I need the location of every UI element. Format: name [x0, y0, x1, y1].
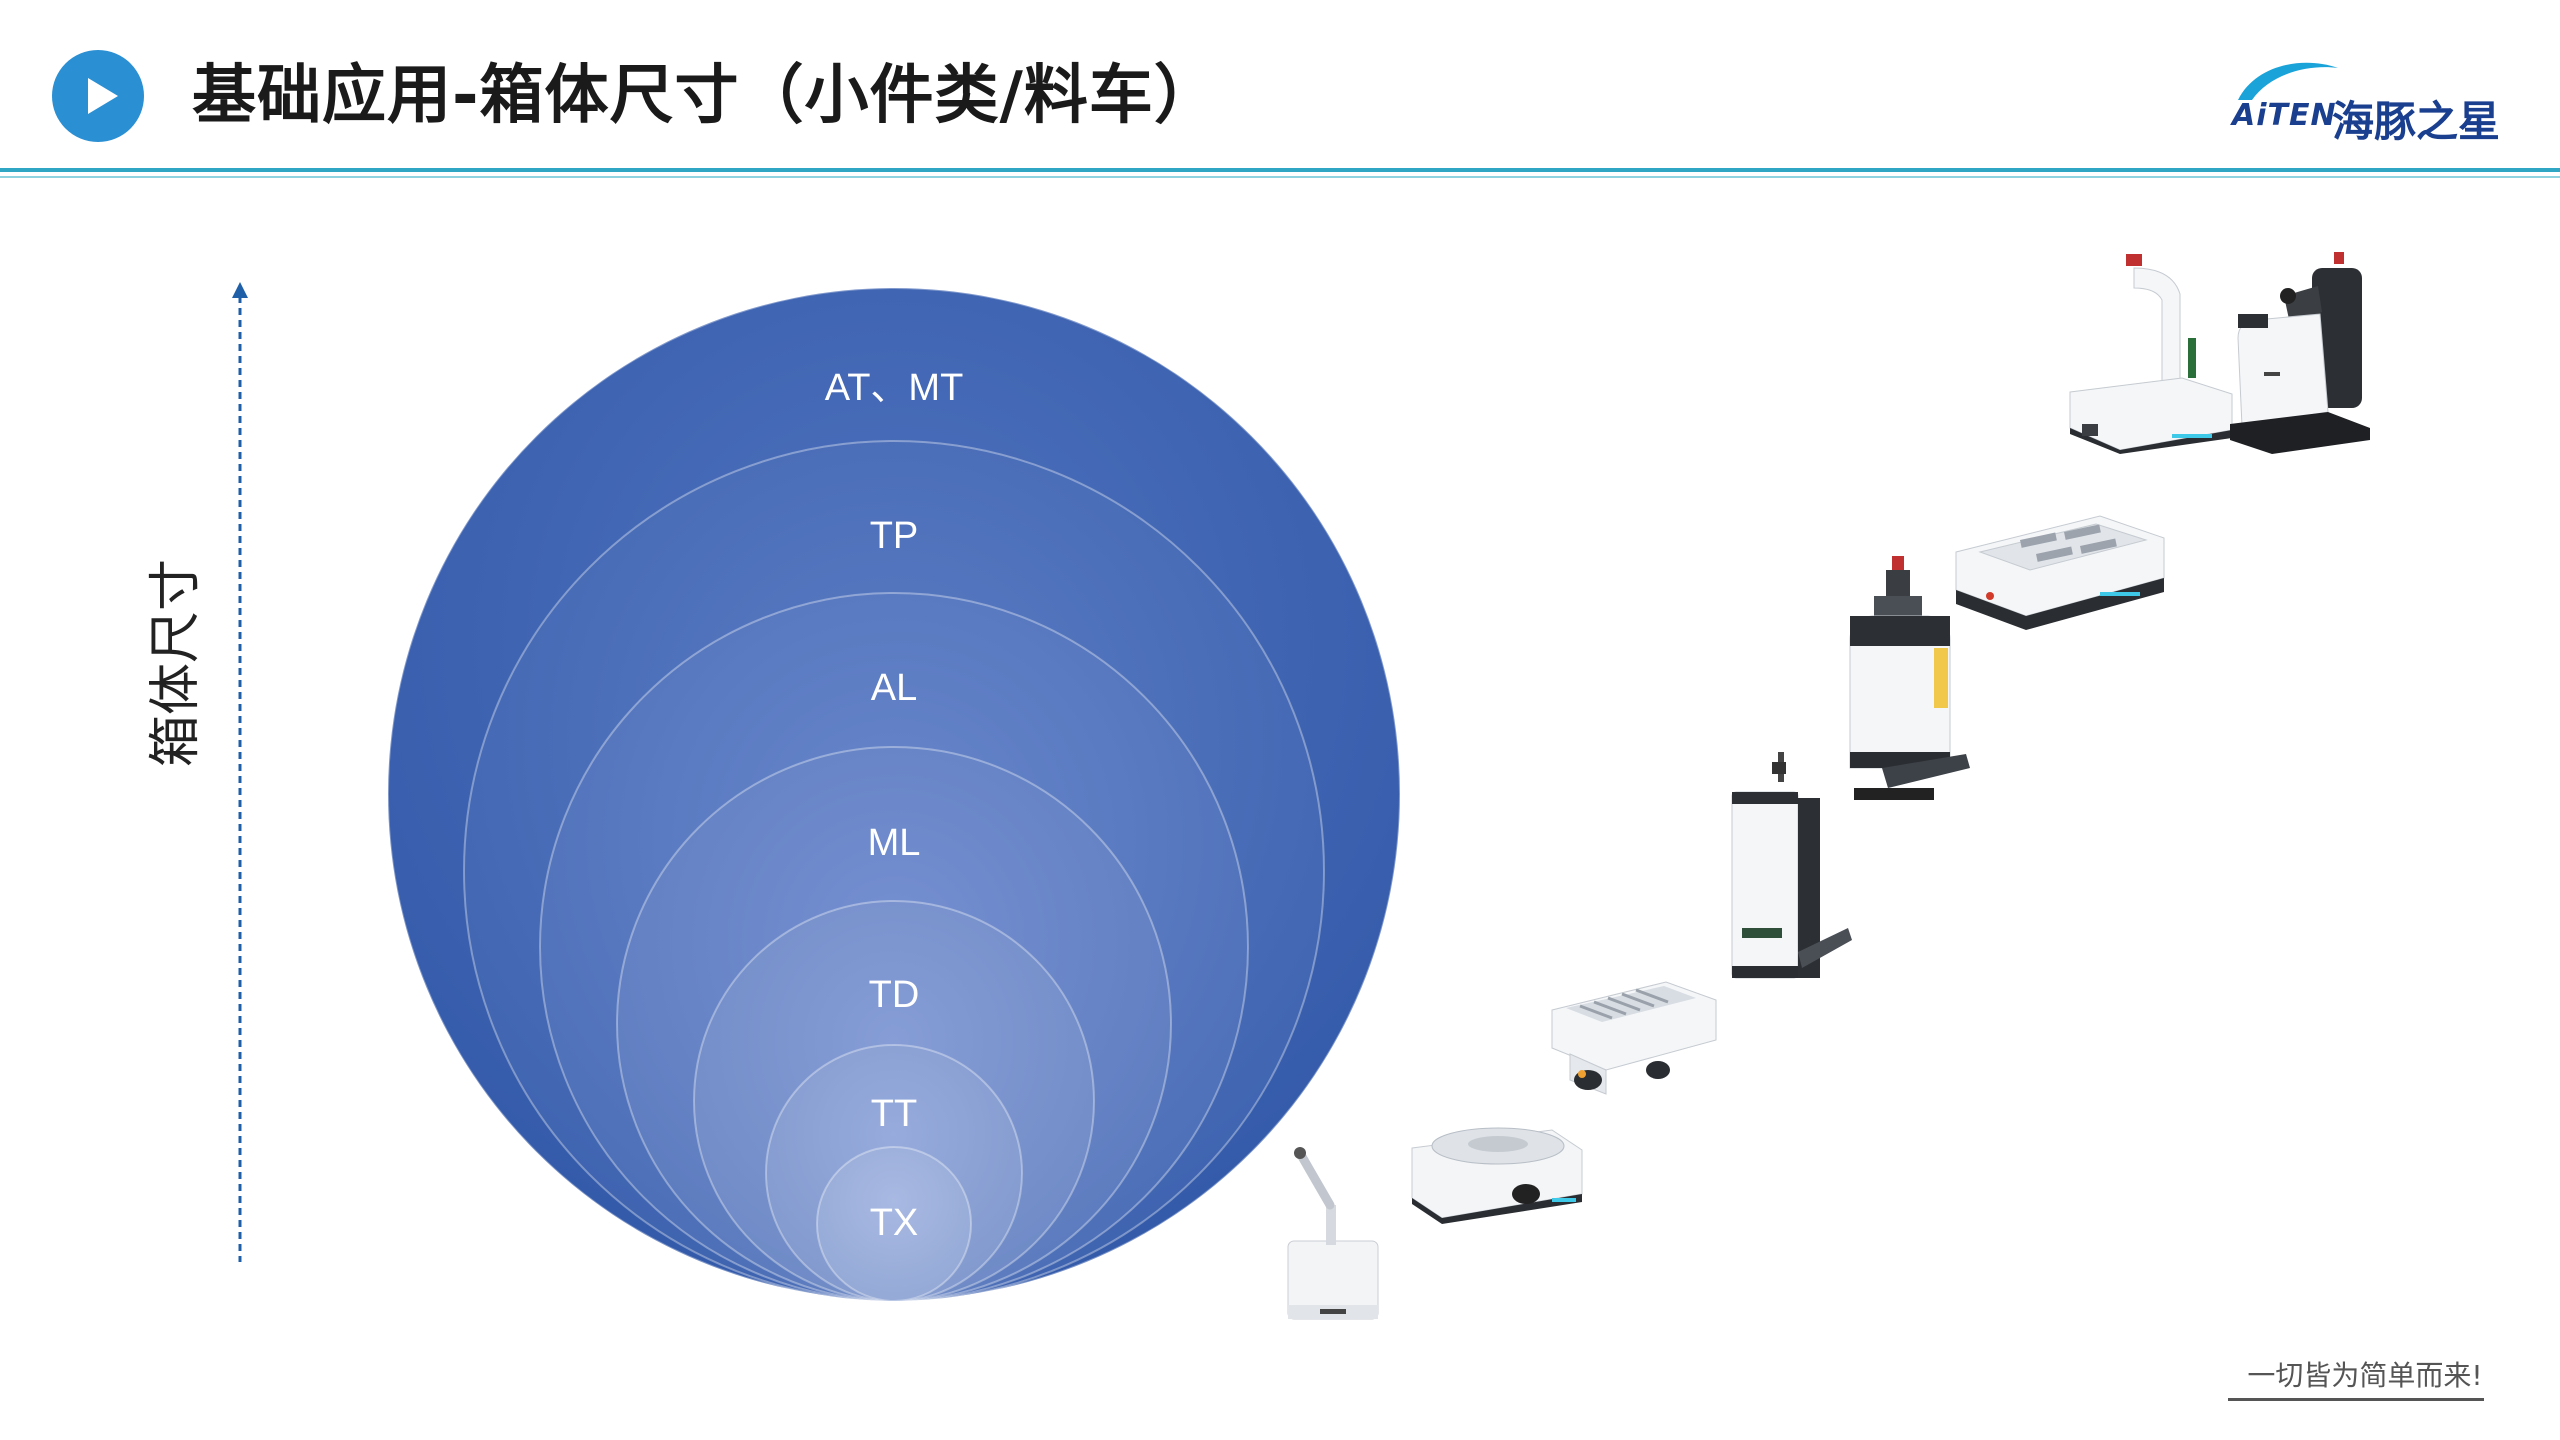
ride-on-tugger — [2230, 252, 2370, 454]
frame-tugger-amr — [2069, 254, 2233, 454]
slide-header: 基础应用-箱体尺寸（小件类/料车） AiTEN 海豚之星 — [0, 0, 2560, 180]
round-top-amr — [1411, 1127, 1583, 1224]
logo-word: AiTEN — [2232, 98, 2337, 133]
label-tx: TX — [870, 1202, 919, 1244]
rack-carrier-amr — [1551, 981, 1717, 1095]
footer-rule — [2228, 1398, 2484, 1401]
arrow-head-icon — [232, 282, 248, 298]
tall-forklift-amr — [1731, 752, 1852, 979]
footer-slogan: 一切皆为简单而来! — [2247, 1359, 2483, 1392]
circle-tx — [816, 1146, 972, 1302]
label-at-mt: AT、MT — [825, 367, 964, 409]
robot-arm-amr — [1287, 1147, 1379, 1320]
aiten-logo: AiTEN 海豚之星 — [2228, 52, 2508, 146]
play-icon[interactable] — [50, 48, 146, 144]
header-divider — [0, 168, 2560, 172]
label-td: TD — [869, 974, 920, 1016]
page-title: 基础应用-箱体尺寸（小件类/料车） — [192, 59, 1219, 133]
size-axis-arrow — [232, 282, 248, 1262]
header-divider-thin — [0, 176, 2560, 178]
logo-chinese: 海豚之星 — [2332, 97, 2501, 146]
label-tt: TT — [871, 1093, 917, 1135]
label-al: AL — [871, 667, 917, 709]
flat-lift-amr — [1955, 515, 2165, 630]
nested-circles-diagram: AT、MT TP AL ML TD TT TX — [387, 287, 1401, 1302]
label-tp: TP — [870, 515, 919, 557]
logo-swoosh-icon — [2238, 62, 2338, 100]
label-ml: ML — [868, 822, 921, 864]
lift-mast-amr — [1849, 556, 1970, 800]
